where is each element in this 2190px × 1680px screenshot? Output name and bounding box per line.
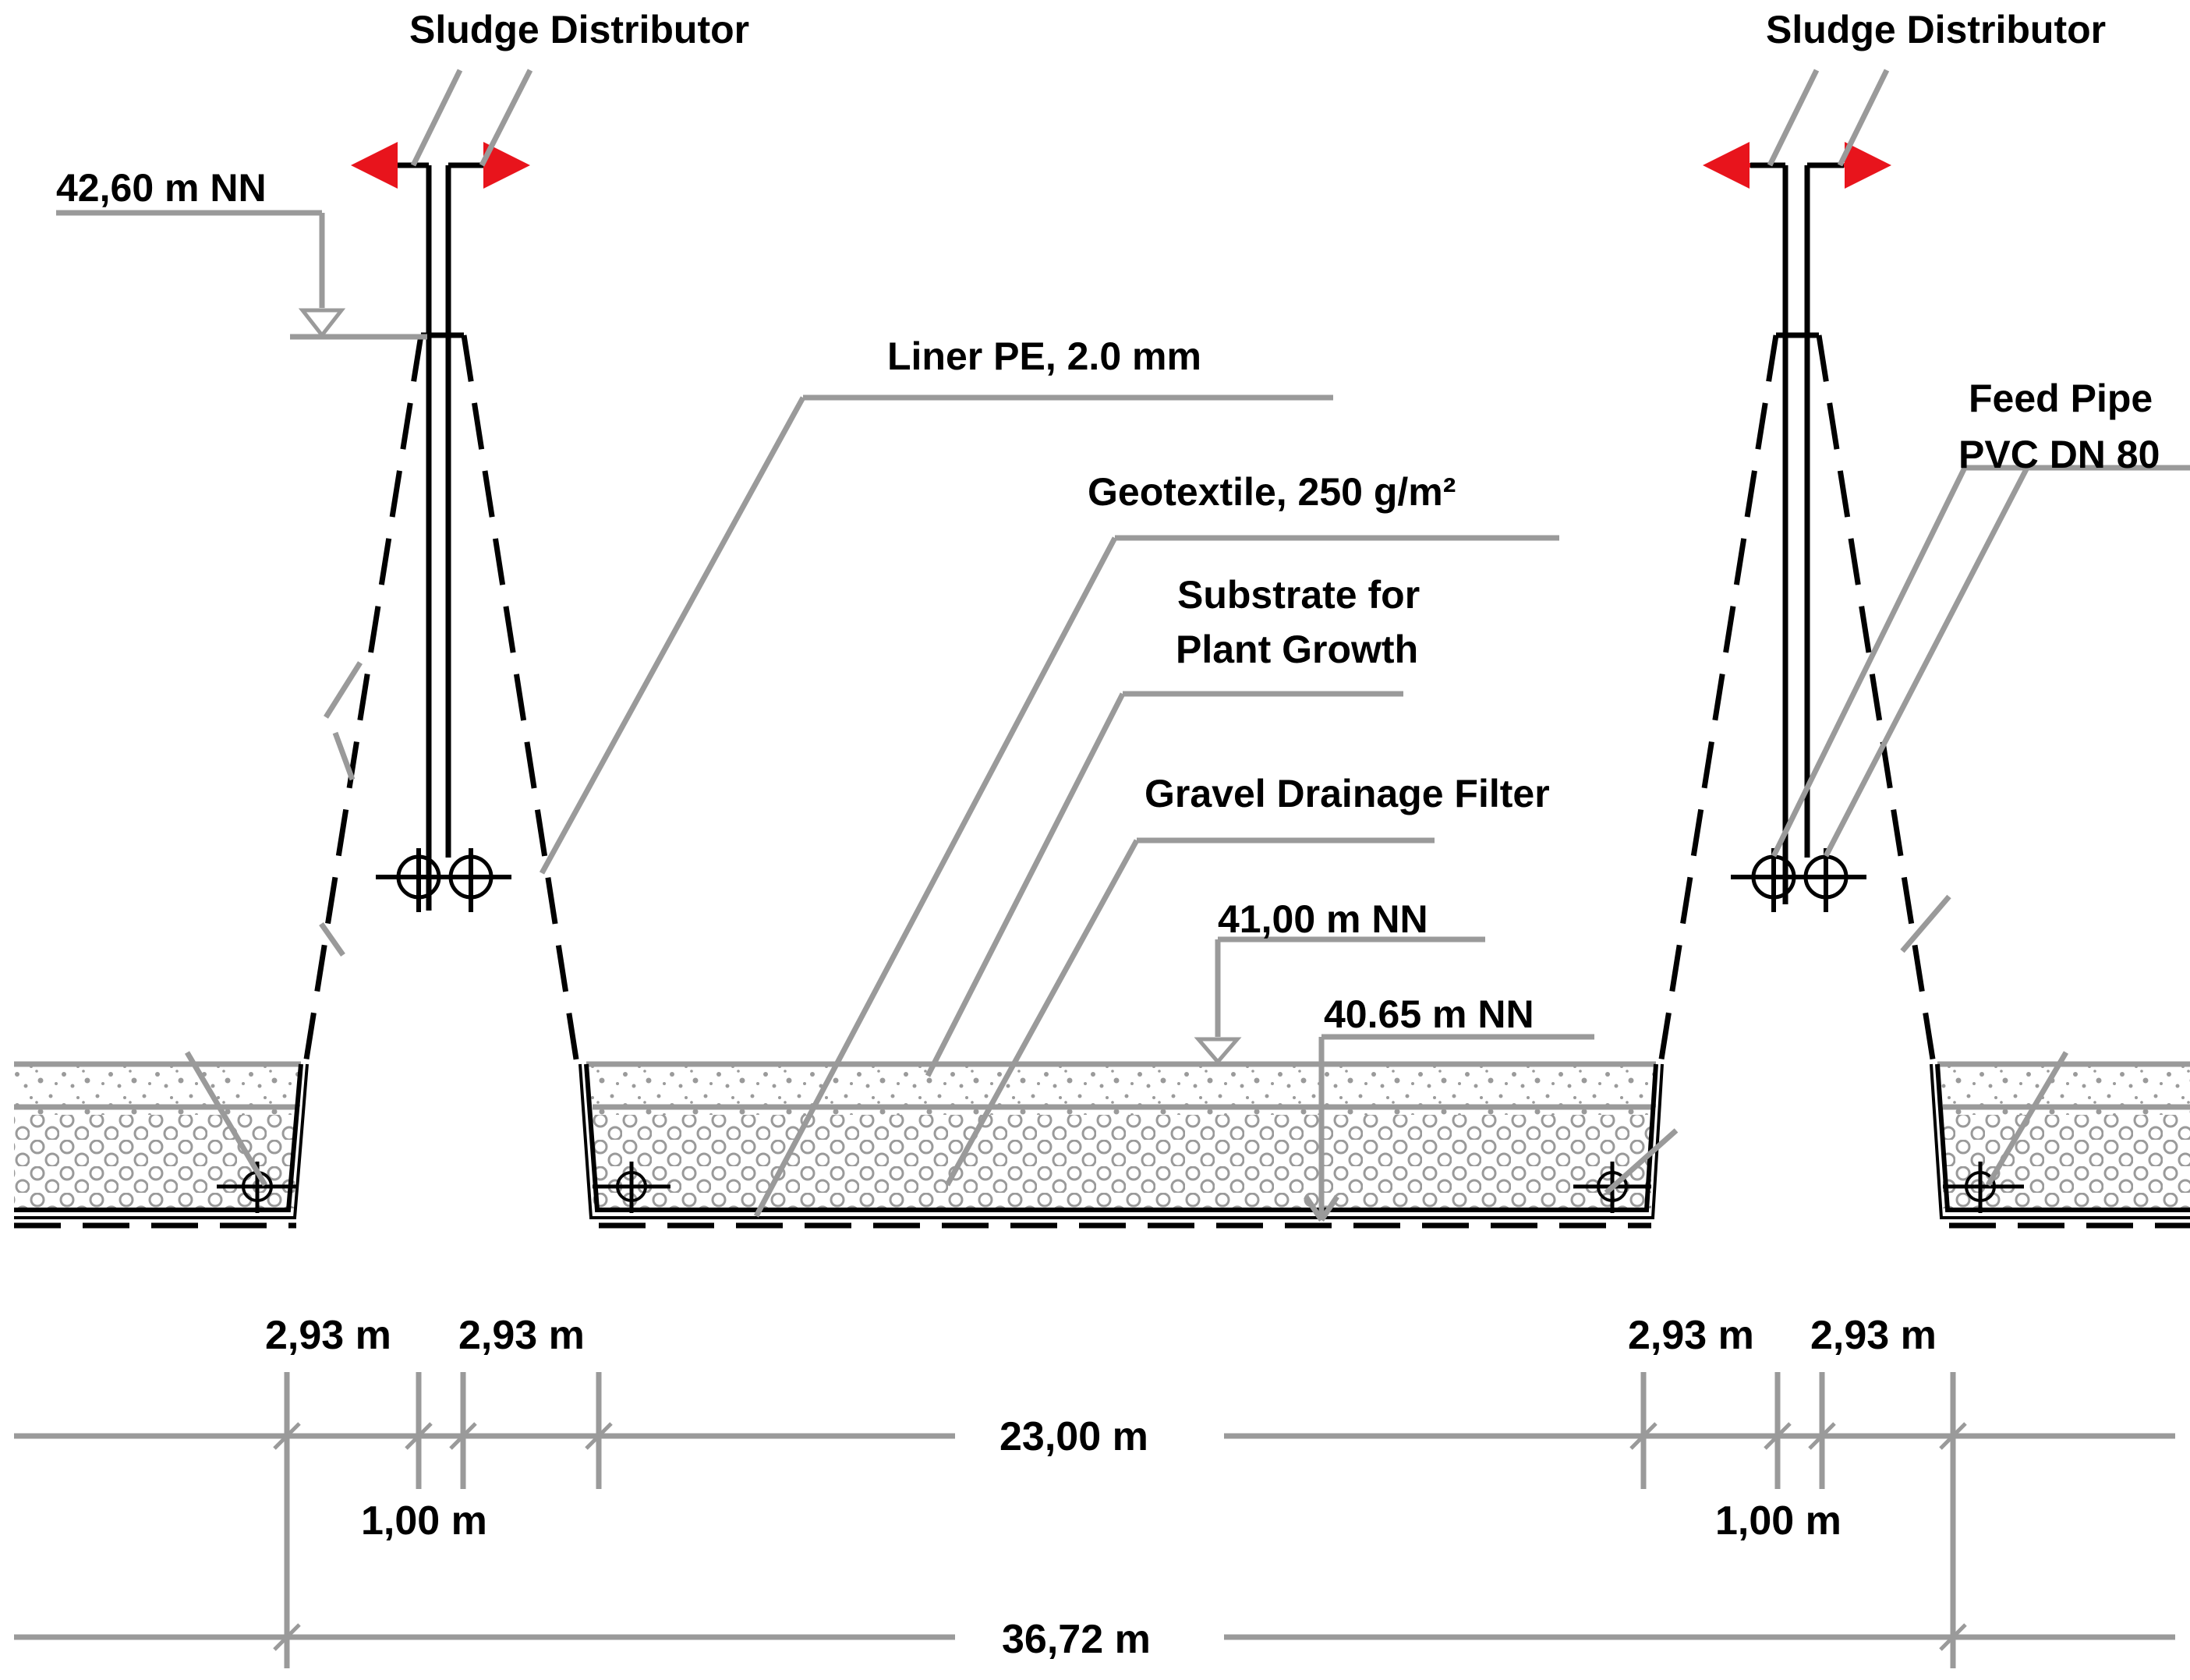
leader-lines bbox=[184, 69, 2190, 1218]
drain-pipe-icon bbox=[593, 1162, 670, 1213]
filter-bed-layers bbox=[14, 1061, 2190, 1208]
distributor-right bbox=[1703, 142, 1891, 912]
dim-right-b: 2,93 m bbox=[1810, 1313, 1937, 1358]
level-top-label: 42,60 m NN bbox=[56, 166, 267, 210]
feed-pipe-label-1: Feed Pipe bbox=[1969, 377, 2153, 420]
drain-pipes bbox=[217, 1162, 2024, 1213]
dim-right-a: 2,93 m bbox=[1628, 1313, 1754, 1358]
substrate-label-1: Substrate for bbox=[1177, 573, 1420, 617]
gravel-label: Gravel Drainage Filter bbox=[1145, 772, 1550, 815]
distributor-left bbox=[351, 142, 530, 912]
sludge-distributor-right-label: Sludge Distributor bbox=[1766, 8, 2106, 51]
level-41-label: 41,00 m NN bbox=[1218, 897, 1428, 941]
dam-left bbox=[302, 332, 580, 1065]
feed-pipe-label-2: PVC DN 80 bbox=[1958, 433, 2160, 476]
dim-left-b: 2,93 m bbox=[458, 1313, 585, 1358]
level-40-65-label: 40.65 m NN bbox=[1324, 992, 1534, 1036]
dim-span-total: 36,72 m bbox=[1002, 1617, 1151, 1662]
geotextile-label: Geotextile, 250 g/m² bbox=[1088, 470, 1456, 514]
level-marker-41-00 bbox=[1194, 936, 1485, 1065]
dam-right bbox=[1658, 332, 1937, 1065]
drain-pipe-icon bbox=[1943, 1162, 2024, 1213]
dim-left-c: 1,00 m bbox=[361, 1498, 487, 1544]
liner-label: Liner PE, 2.0 mm bbox=[887, 334, 1201, 378]
substrate-label-2: Plant Growth bbox=[1176, 628, 1418, 671]
level-marker-42-60 bbox=[56, 210, 427, 340]
dim-left-a: 2,93 m bbox=[265, 1313, 391, 1358]
dim-span-inner: 23,00 m bbox=[999, 1414, 1148, 1459]
dim-right-c: 1,00 m bbox=[1715, 1498, 1842, 1544]
level-marker-40-65 bbox=[1304, 1034, 1594, 1222]
liner-outline bbox=[14, 1063, 2190, 1229]
dimension-lines bbox=[14, 1372, 2175, 1668]
sludge-distributor-left-label: Sludge Distributor bbox=[409, 8, 749, 51]
